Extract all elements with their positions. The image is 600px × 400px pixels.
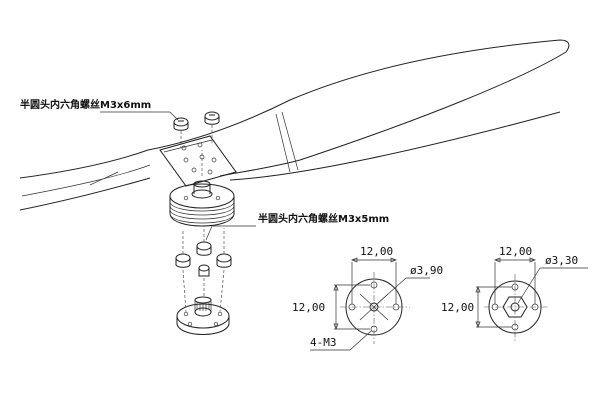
callout-bottom-screw-label: 半圆头内六角螺丝M3x5mm: [258, 212, 389, 225]
hub-left-dimensions: 12,00 12,00 ø3,90 4-M3: [292, 245, 443, 351]
callout-bottom-screw: 半圆头内六角螺丝M3x5mm: [205, 212, 389, 241]
hub-right-width-label: 12,00: [499, 245, 532, 258]
callout-top-screw-label: 半圆头内六角螺丝M3x6mm: [20, 98, 151, 111]
callout-top-screw: 半圆头内六角螺丝M3x6mm: [20, 98, 179, 121]
hub-left-view: [340, 272, 410, 344]
hub-right-height-label: 12,00: [441, 301, 474, 314]
top-screw-right: [204, 111, 220, 144]
blade-mounting-holes: [181, 142, 217, 175]
bottom-screw-3: [216, 228, 232, 268]
hub-left-diameter-label: ø3,90: [410, 264, 443, 277]
propeller-blade: [19, 39, 570, 211]
hub-right-diameter-label: ø3,30: [545, 254, 578, 267]
hub-right-view: [484, 274, 548, 342]
bottom-screw-1: [175, 230, 191, 268]
bottom-screw-2: [196, 226, 212, 256]
hub-left-thread-label: 4-M3: [310, 336, 337, 349]
top-screw-left: [173, 117, 189, 148]
motor-mount-flange: [176, 269, 230, 335]
hub-left-width-label: 12,00: [360, 245, 393, 258]
bottom-screw-4: [198, 264, 210, 296]
motor-adapter-cylinder: [169, 150, 235, 227]
hub-left-height-label: 12,00: [292, 301, 325, 314]
hub-right-dimensions: 12,00 12,00 ø3,30: [441, 245, 588, 328]
